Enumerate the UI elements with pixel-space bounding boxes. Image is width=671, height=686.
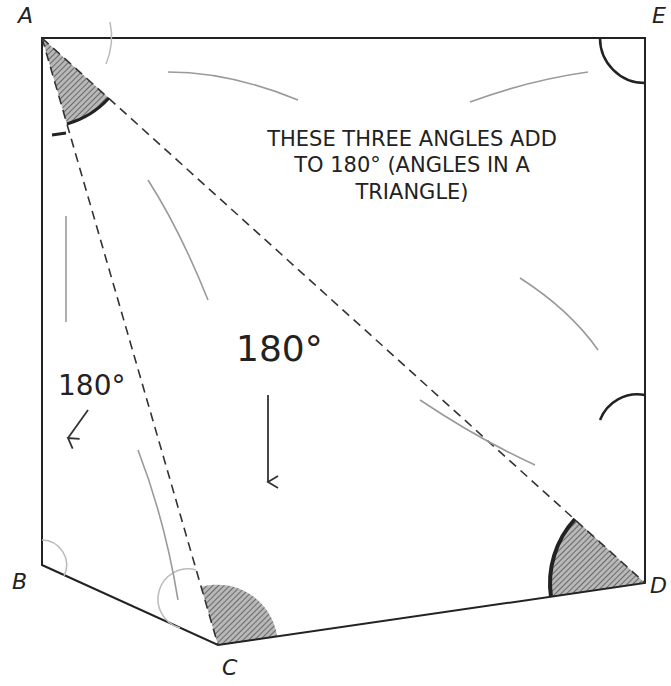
angle-arc [42, 540, 67, 576]
shaded-angle [42, 38, 109, 124]
point-label: E [652, 2, 666, 30]
angle-sum-label: 180° [236, 326, 323, 371]
shaded-angle [201, 585, 277, 645]
diagonal [42, 38, 218, 645]
angle-arc [67, 98, 109, 124]
point-label: A [18, 2, 33, 30]
angle-arc [52, 133, 66, 135]
point-label: B [12, 568, 27, 596]
angle-arc [600, 38, 645, 83]
angle-arc [600, 394, 645, 420]
pointer-arrows [66, 72, 598, 600]
pointer-arrow [68, 410, 88, 438]
angle-arc [106, 22, 112, 64]
diagonal [42, 38, 645, 583]
point-label: D [650, 572, 667, 600]
pentagon [42, 38, 645, 645]
pointer-arrow [267, 395, 269, 482]
angle-arc [550, 519, 575, 597]
angle-sum-label: 180° [58, 368, 125, 403]
point-label: C [222, 654, 237, 682]
note-text: THESE THREE ANGLES ADD TO 180° (ANGLES I… [262, 126, 562, 205]
